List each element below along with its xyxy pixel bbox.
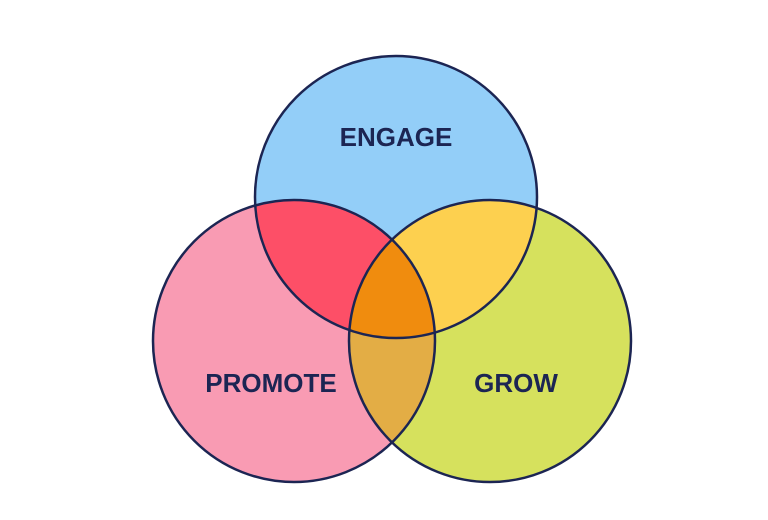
grow-label: GROW	[474, 368, 558, 398]
promote-label: PROMOTE	[205, 368, 336, 398]
engage-outline	[253, 54, 539, 340]
promote-outline	[151, 198, 437, 484]
grow-outline	[347, 198, 633, 484]
engage-grow-overlap	[349, 200, 537, 338]
engage-promote-overlap	[255, 200, 435, 338]
engage-label: ENGAGE	[340, 122, 453, 152]
